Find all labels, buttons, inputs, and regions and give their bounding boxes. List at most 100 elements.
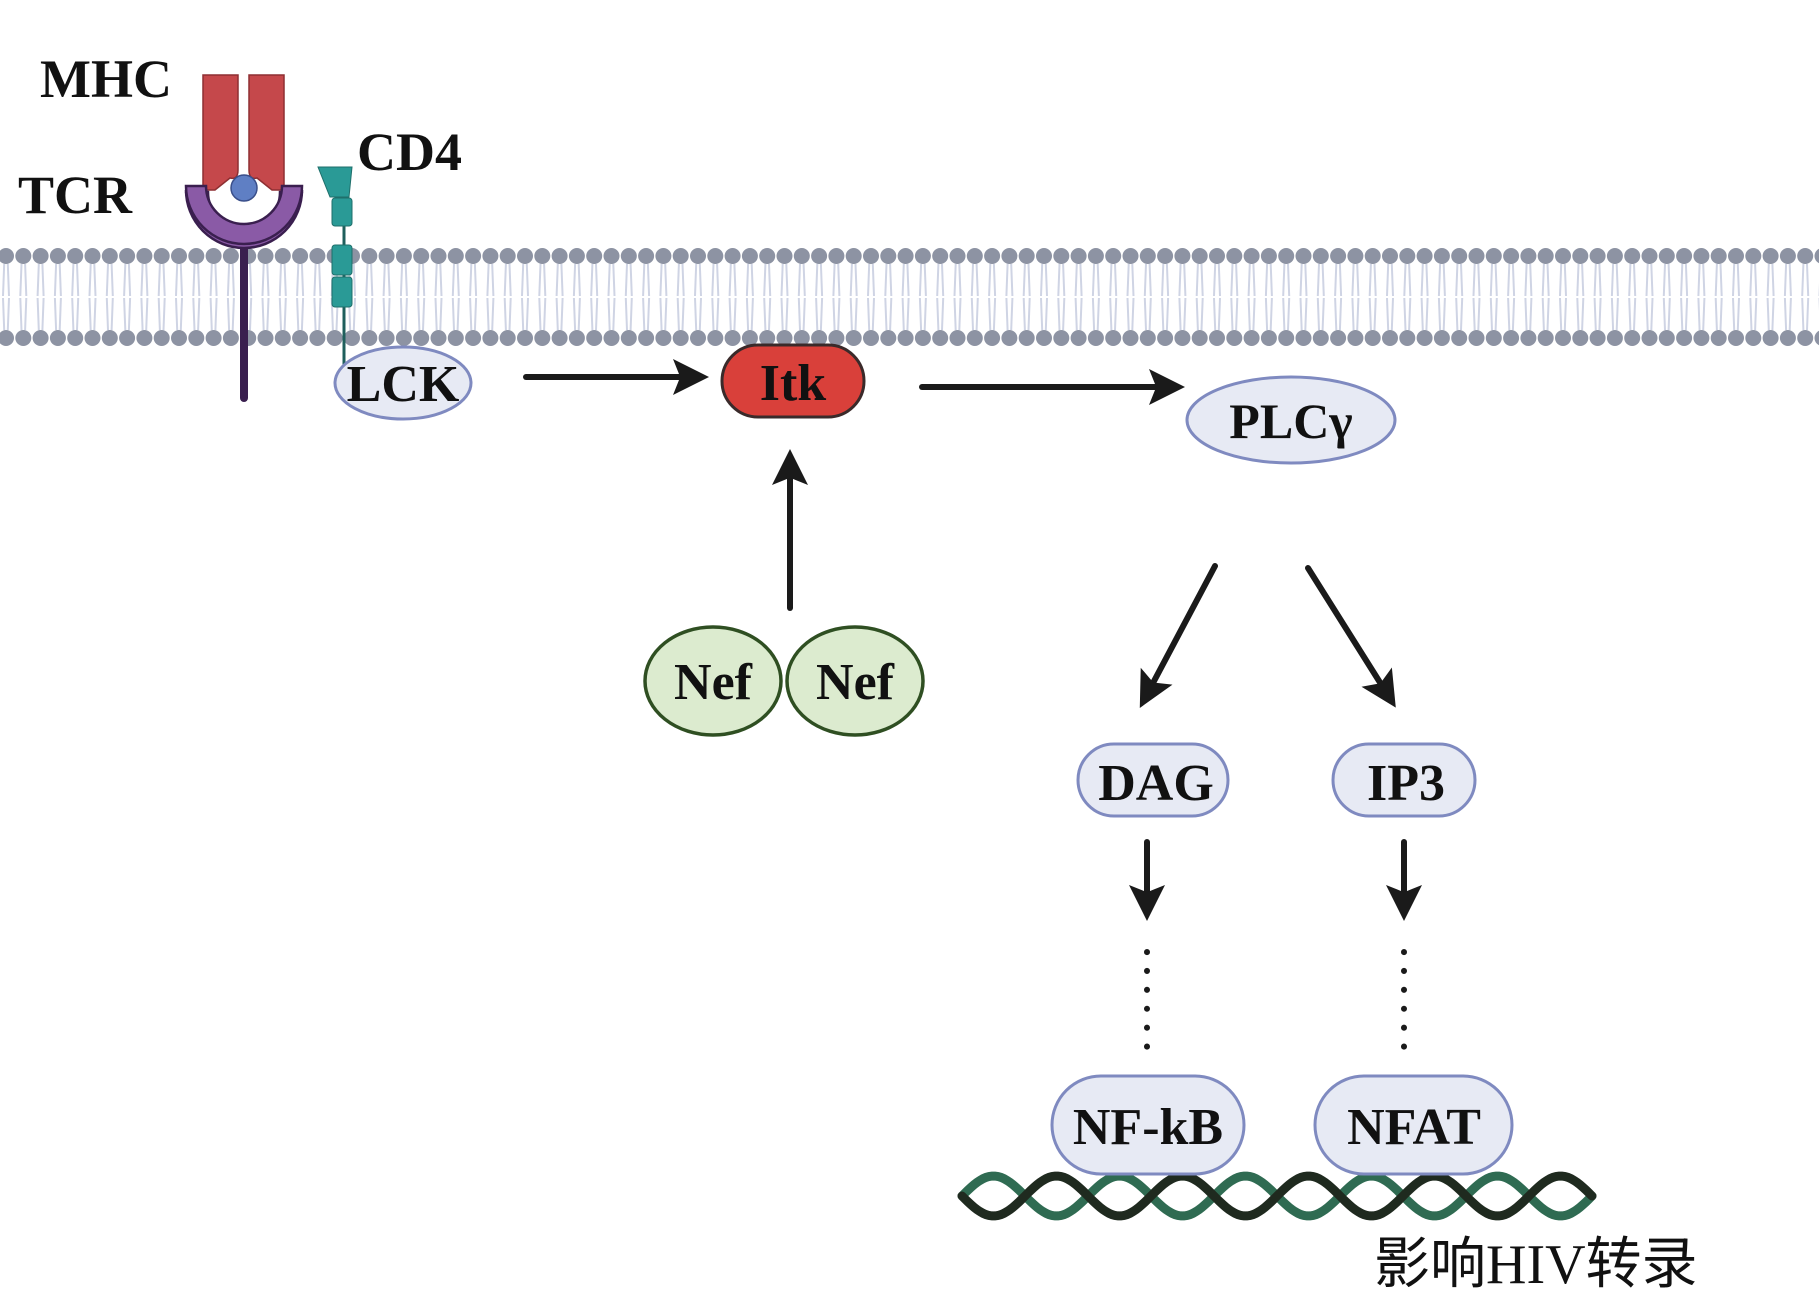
lipid-tail	[768, 263, 772, 297]
lipid-head	[119, 330, 136, 346]
lipid-tail	[179, 263, 183, 297]
lipid-head	[949, 248, 966, 264]
lipid-tail	[1269, 263, 1273, 297]
lipid-tail	[1662, 263, 1666, 297]
lipid-tail	[93, 297, 97, 331]
lipid-tail	[1161, 297, 1165, 331]
lipid-tail	[1420, 297, 1424, 331]
lipid-tail	[197, 297, 201, 331]
lipid-tail	[1334, 263, 1338, 297]
lipid-tail	[71, 263, 75, 297]
lipid-head	[1260, 248, 1277, 264]
lipid-tail	[1390, 263, 1394, 297]
lipid-tail	[1351, 297, 1355, 331]
lipid-tail	[1299, 263, 1303, 297]
lipid-tail	[802, 297, 806, 331]
lipid-head	[793, 248, 810, 264]
lipid-tail	[763, 263, 767, 297]
lipid-head	[222, 330, 239, 346]
lipid-tail	[694, 297, 698, 331]
lipid-tail	[1460, 297, 1464, 331]
lipid-tail	[249, 263, 253, 297]
lipid-tail	[525, 263, 529, 297]
lipid-head	[1745, 248, 1762, 264]
lipid-head	[1001, 248, 1018, 264]
lipid-head	[1555, 330, 1571, 346]
lipid-head	[1122, 330, 1139, 346]
lipid-tail	[1546, 263, 1550, 297]
lipid-head	[1485, 248, 1502, 264]
tcr-label: TCR	[18, 165, 133, 225]
lipid-head	[793, 330, 810, 346]
lipid-tail	[763, 297, 767, 331]
lipid-head	[1762, 248, 1779, 264]
lipid-tail	[318, 297, 322, 331]
lipid-tail	[1044, 263, 1048, 297]
lipid-tail	[1801, 297, 1805, 331]
lipid-tail	[283, 263, 287, 297]
lipid-head	[914, 248, 931, 264]
lipid-head	[1260, 330, 1277, 346]
lipid-tail	[1403, 297, 1407, 331]
lipid-tail	[659, 297, 663, 331]
lipid-tail	[1684, 263, 1689, 297]
lipid-tail	[1667, 297, 1671, 331]
lipid-head	[1278, 330, 1295, 346]
lipid-head	[1191, 248, 1208, 264]
lipid-tails-inner	[2, 297, 1819, 331]
lipid-tail	[1749, 263, 1753, 297]
lipid-head	[984, 330, 1001, 346]
lipid-head	[828, 330, 845, 346]
lipid-head	[655, 248, 672, 264]
lipid-tail	[785, 263, 789, 297]
lipid-tail	[918, 263, 923, 297]
lipid-tail	[105, 263, 109, 297]
lipid-tail	[1195, 297, 1199, 331]
lipid-tail	[1282, 297, 1286, 331]
lipid-head	[171, 330, 187, 346]
lipid-tail	[53, 263, 58, 297]
arrow-plcg-to-dag	[1139, 563, 1218, 708]
lipid-head	[1226, 330, 1243, 346]
lipid-head	[776, 248, 793, 264]
lipid-tail	[387, 297, 391, 331]
lipid-head	[1641, 330, 1658, 346]
lipid-tail	[521, 297, 525, 331]
lipid-tail	[1771, 297, 1775, 331]
lipid-tail	[1697, 263, 1701, 297]
lipid-head	[1451, 330, 1468, 346]
lipid-head	[620, 248, 637, 264]
nef-right-label: Nef	[816, 654, 895, 711]
lipid-tail	[58, 297, 62, 331]
lipid-tail	[1304, 297, 1308, 331]
lipid-tail	[1022, 297, 1026, 331]
lipid-head	[84, 330, 101, 346]
lipid-head	[897, 330, 914, 346]
lipid-tail	[123, 297, 127, 331]
lipid-tail	[538, 297, 542, 331]
lipid-tail	[624, 297, 628, 331]
lipid-head	[1330, 330, 1347, 346]
lipid-tail	[711, 263, 715, 297]
tcr-receptor-icon	[184, 174, 304, 402]
lipid-tail	[145, 297, 149, 331]
lipid-tail	[941, 263, 945, 297]
lipid-tail	[750, 297, 754, 331]
lipid-tail	[1057, 297, 1061, 331]
lipid-tail	[1334, 297, 1338, 331]
lipid-head	[1503, 248, 1520, 264]
lipid-head	[914, 330, 931, 346]
lipid-tail	[676, 263, 680, 297]
lipid-tail	[76, 297, 80, 331]
lipid-tail	[543, 263, 547, 297]
lipid-tail	[728, 263, 732, 297]
lipid-tail	[1131, 297, 1135, 331]
cell-membrane	[0, 248, 1819, 346]
lipid-head	[1226, 248, 1243, 264]
lipid-head	[499, 330, 516, 346]
lipid-tail	[1719, 297, 1723, 331]
lipid-head	[1018, 248, 1035, 264]
lipid-tail	[162, 263, 166, 297]
lipid-head	[811, 248, 828, 264]
lipid-tail	[694, 263, 698, 297]
